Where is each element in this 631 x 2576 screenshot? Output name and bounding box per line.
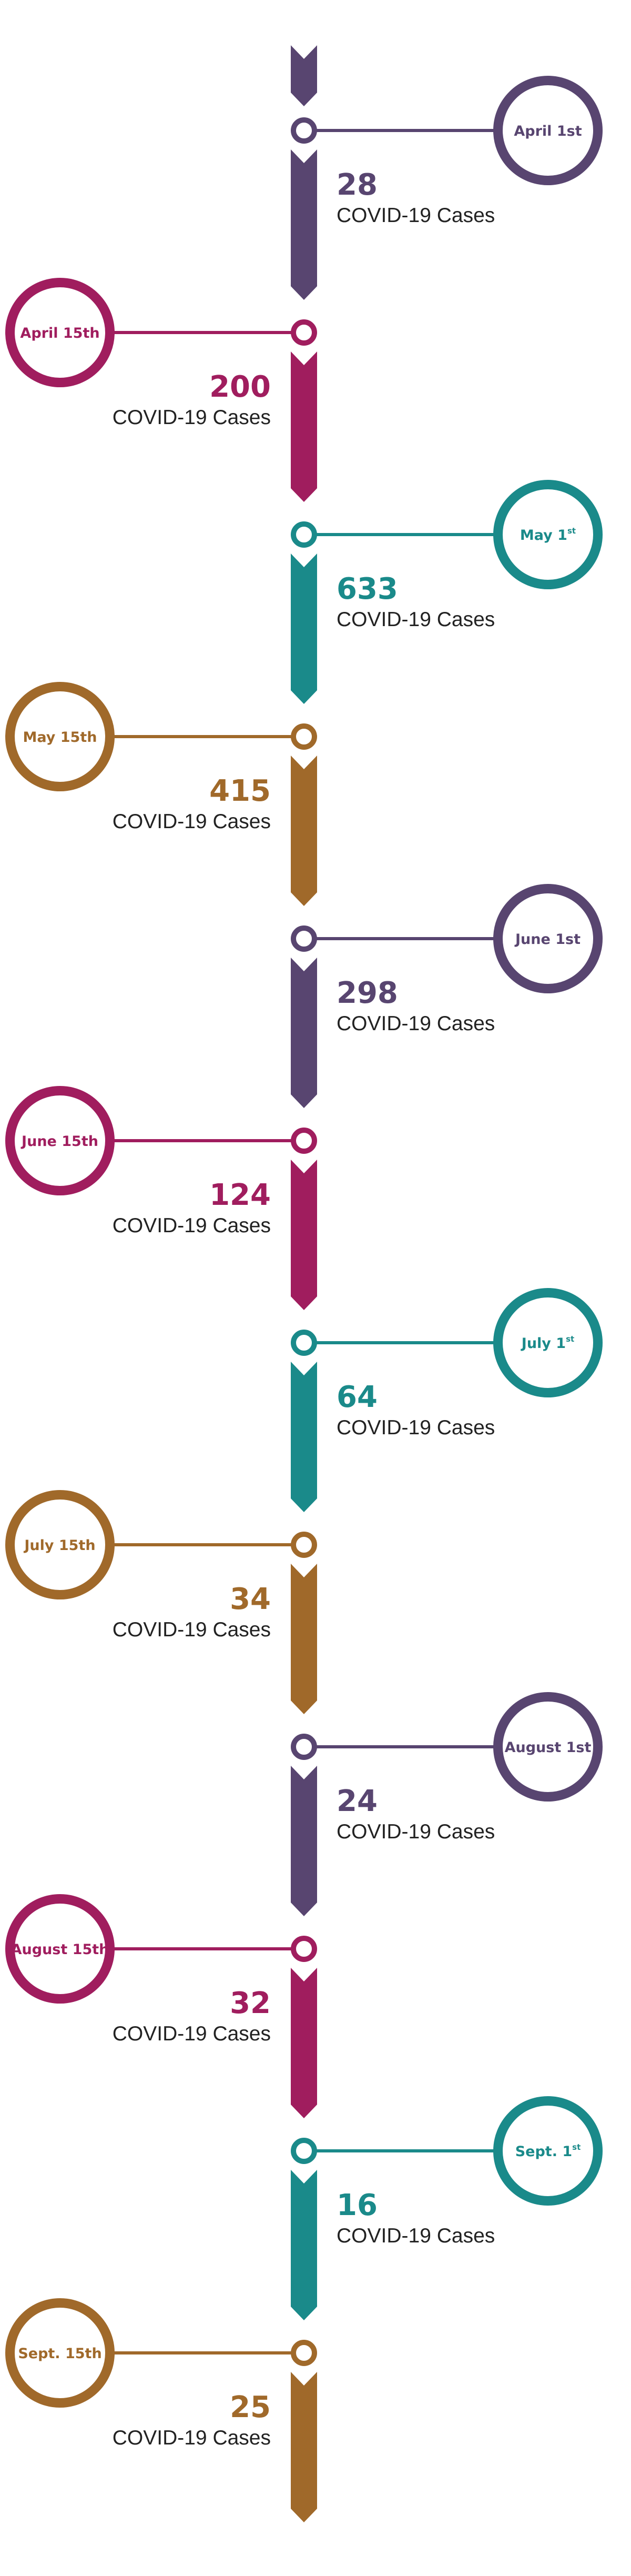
case-label: COVID-19 Cases <box>337 204 495 227</box>
timeline-segment <box>291 958 317 1108</box>
timeline-node <box>291 1330 317 1356</box>
case-label: COVID-19 Cases <box>337 1820 495 1843</box>
timeline-segment <box>291 1362 317 1512</box>
date-circle <box>493 76 603 185</box>
timeline-node <box>291 723 317 750</box>
timeline-cap-segment <box>291 45 317 106</box>
timeline-segment <box>291 2170 317 2320</box>
date-circle <box>5 1894 115 2004</box>
date-label: May 15th <box>23 729 97 746</box>
case-label: COVID-19 Cases <box>113 810 271 833</box>
case-label: COVID-19 Cases <box>337 1416 495 1439</box>
timeline-node <box>291 925 317 952</box>
timeline-segment <box>291 756 317 906</box>
timeline-node <box>291 1128 317 1154</box>
case-label: COVID-19 Cases <box>337 1012 495 1035</box>
timeline-node <box>291 2138 317 2164</box>
case-count: 24 <box>337 1784 378 1818</box>
date-circle <box>5 2298 115 2408</box>
date-circle <box>493 1692 603 1802</box>
timeline-top-arrow <box>291 45 317 106</box>
case-label: COVID-19 Cases <box>337 608 495 631</box>
timeline-node <box>291 1532 317 1558</box>
timeline-segment <box>291 351 317 502</box>
case-label: COVID-19 Cases <box>113 1214 271 1237</box>
date-label: April 15th <box>20 325 99 341</box>
case-count: 124 <box>209 1178 271 1212</box>
timeline-node <box>291 117 317 144</box>
case-count: 633 <box>337 572 398 606</box>
case-count: 25 <box>230 2390 271 2424</box>
date-circle <box>5 1490 115 1599</box>
case-count: 298 <box>337 976 398 1010</box>
timeline-segment <box>291 1766 317 1916</box>
timeline-node <box>291 521 317 548</box>
case-count: 16 <box>337 2188 378 2222</box>
date-label: August 15th <box>11 1941 109 1958</box>
date-label: June 15th <box>21 1133 98 1150</box>
timeline-segment <box>291 554 317 704</box>
date-label: July 1st <box>521 1334 574 1352</box>
timeline-segment <box>291 1564 317 1714</box>
case-count: 64 <box>337 1380 378 1414</box>
date-circle <box>493 1288 603 1397</box>
date-label: April 1st <box>514 123 582 139</box>
date-circle <box>493 884 603 993</box>
case-label: COVID-19 Cases <box>337 2225 495 2247</box>
case-count: 34 <box>230 1582 271 1616</box>
timeline-segment <box>291 1968 317 2118</box>
timeline-segment <box>291 1160 317 1310</box>
date-label: May 1st <box>520 526 576 544</box>
timeline-node <box>291 1734 317 1760</box>
case-label: COVID-19 Cases <box>113 2022 271 2045</box>
timeline-segment <box>291 2372 317 2522</box>
timeline-segment <box>291 149 317 300</box>
timeline-node <box>291 2340 317 2366</box>
date-label: Sept. 15th <box>18 2346 101 2362</box>
date-circle <box>5 1086 115 1195</box>
case-label: COVID-19 Cases <box>113 1618 271 1641</box>
timeline-node <box>291 319 317 346</box>
case-count: 28 <box>337 168 378 202</box>
case-label: COVID-19 Cases <box>113 406 271 429</box>
date-circle <box>493 2096 603 2206</box>
date-label: Sept. 1st <box>515 2142 581 2160</box>
date-label: June 1st <box>514 931 581 948</box>
date-label: August 1st <box>505 1739 592 1756</box>
timeline-node <box>291 1936 317 1962</box>
date-circle <box>5 682 115 791</box>
case-count: 32 <box>230 1986 271 2020</box>
date-circle <box>5 278 115 387</box>
date-circle <box>493 480 603 589</box>
case-label: COVID-19 Cases <box>113 2427 271 2449</box>
date-label: July 15th <box>23 1537 95 1554</box>
case-count: 200 <box>209 370 271 404</box>
case-count: 415 <box>209 774 271 808</box>
